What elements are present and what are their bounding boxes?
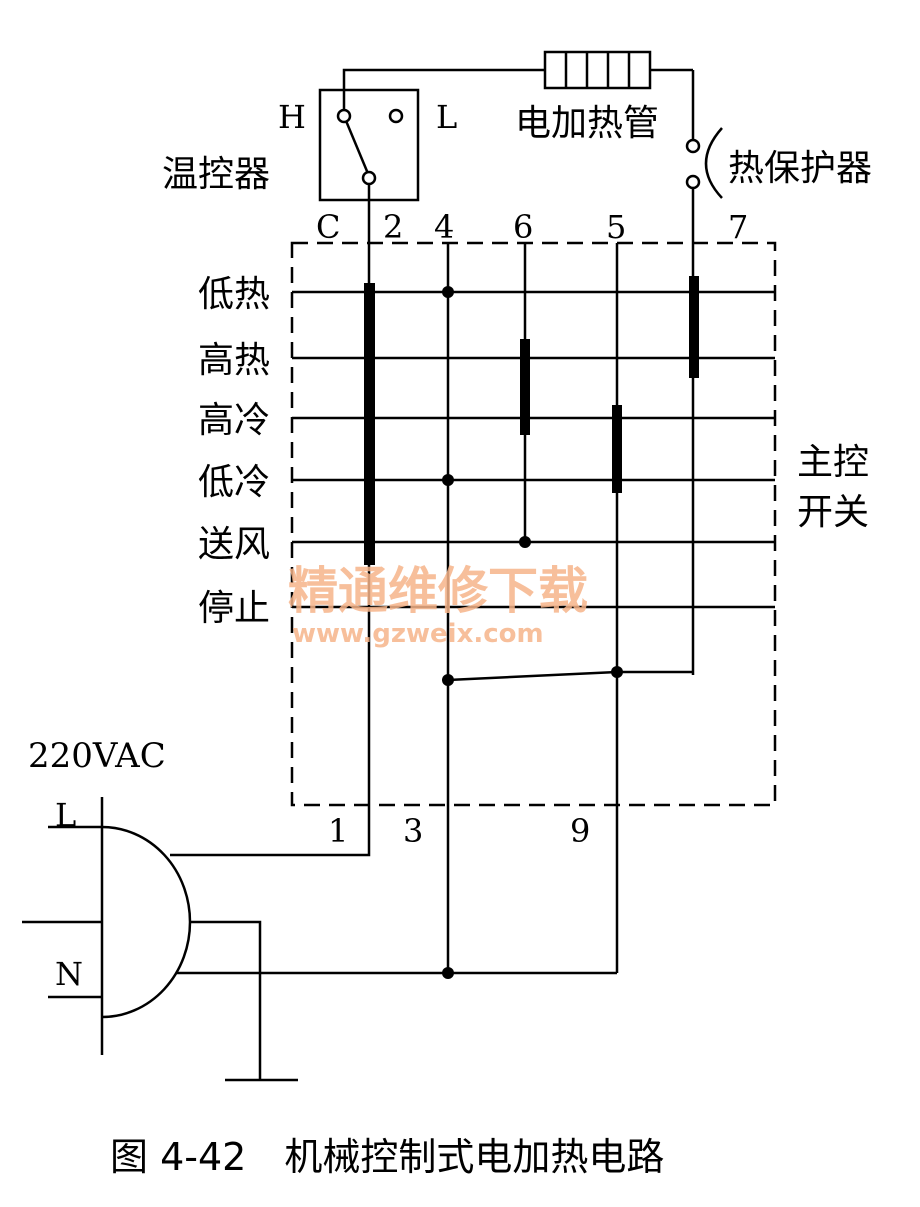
junction-dot: [519, 536, 531, 548]
thermostat-l-label: L: [436, 98, 457, 136]
thermostat-arm: [342, 115, 371, 177]
contact-bar-c: [364, 283, 375, 565]
power-plug: [22, 797, 192, 1055]
terminal-9: 9: [570, 812, 590, 850]
thermostat-h-label: H: [278, 98, 306, 136]
terminal-1: 1: [328, 812, 348, 850]
terminal-3: 3: [403, 812, 423, 850]
terminal-5: 5: [606, 208, 626, 246]
junction-dot: [442, 674, 454, 686]
position-stop: 停止: [198, 588, 270, 629]
terminal-2: 2: [383, 208, 403, 246]
contact-bar-6: [520, 339, 530, 435]
terminal-7: 7: [728, 208, 748, 246]
position-high-cool: 高冷: [198, 400, 270, 441]
thermostat-contact-l: [388, 108, 404, 124]
position-low-cool: 低冷: [198, 462, 270, 503]
contact-bar-5: [612, 405, 622, 493]
position-fan: 送风: [198, 524, 270, 565]
junction-dot: [442, 474, 454, 486]
watermark-url: www.gzweix.com: [292, 619, 544, 649]
main-switch-label-2: 开关: [797, 492, 869, 533]
top-wire: [342, 68, 545, 110]
terminal-4: 4: [434, 208, 454, 246]
position-low-heat: 低热: [198, 274, 270, 315]
watermark-text: 精通维修下载: [288, 562, 588, 620]
figure-caption: 图 4-42 机械控制式电加热电路: [110, 1135, 664, 1179]
heater-tube: [543, 50, 652, 90]
live-label: L: [55, 796, 76, 834]
junction-dot: [442, 286, 454, 298]
terminal-6: 6: [513, 208, 533, 246]
ground-wire: [190, 920, 262, 1080]
thermostat-label: 温控器: [162, 154, 270, 195]
main-switch-label-1: 主控: [797, 442, 869, 483]
thermal-protector-label: 热保护器: [728, 148, 872, 189]
supply-label: 220VAC: [28, 736, 166, 776]
position-high-heat: 高热: [198, 340, 270, 381]
main-switch-box: [290, 241, 777, 807]
wire-bottom-link: [447, 670, 618, 682]
thermostat-contact-h: [336, 108, 352, 124]
junction-dot: [611, 666, 623, 678]
terminal-c: C: [316, 208, 340, 246]
thermal-protector: [685, 127, 723, 199]
neutral-label: N: [55, 955, 83, 993]
contact-bar-7: [689, 276, 699, 378]
thermostat-contact-c: [361, 170, 377, 186]
heater-tube-label: 电加热管: [515, 103, 659, 144]
